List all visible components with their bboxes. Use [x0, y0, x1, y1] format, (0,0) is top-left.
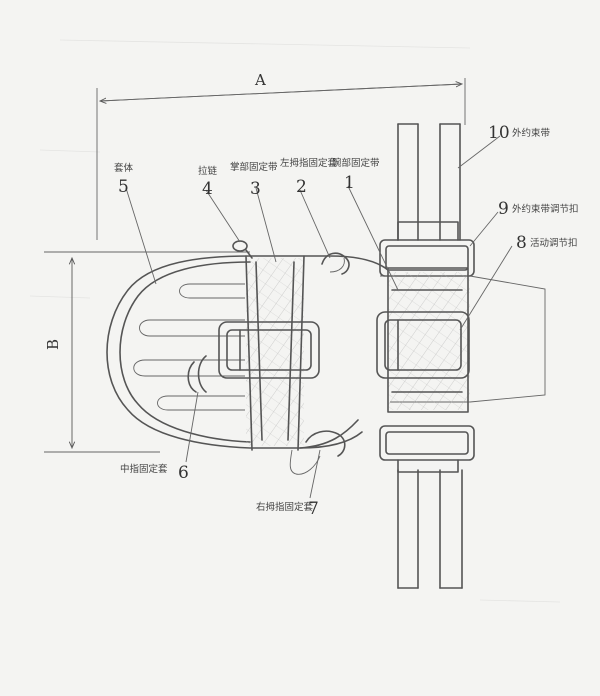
- outer-strap-buckle-bottom: [379, 425, 475, 473]
- part-label-4-number: 4: [202, 179, 213, 199]
- part-label-6-name: 中指固定套: [120, 463, 168, 475]
- palm-strap-buckle: [218, 321, 320, 379]
- wrist-fixation-strap: [387, 267, 470, 413]
- part-label-8-name: 活动调节扣: [530, 237, 578, 249]
- part-label-9-name: 外约束带调节扣: [512, 203, 579, 215]
- dimension-b: B: [44, 251, 250, 453]
- leader-line-7: [309, 449, 321, 499]
- part-label-4-name: 拉链: [198, 165, 218, 177]
- glove-body: [106, 255, 389, 449]
- part-label-7-number: 7: [308, 499, 319, 519]
- dimension-b-label: B: [44, 339, 62, 350]
- part-label-5-name: 套体: [114, 162, 134, 174]
- leader-line-1: [347, 185, 399, 291]
- zipper-pull: [232, 240, 253, 259]
- leader-line-6: [185, 391, 199, 463]
- part-label-6-number: 6: [178, 463, 189, 483]
- leader-lines: [125, 135, 513, 499]
- part-label-10-name: 外约束带: [512, 127, 551, 139]
- outer-restraint-strap: [397, 123, 463, 589]
- dimension-a-label: A: [254, 71, 266, 89]
- part-label-5-number: 5: [118, 177, 129, 197]
- part-label-3-name: 掌部固定带: [230, 161, 278, 173]
- part-label-1-number: 1: [344, 173, 355, 193]
- active-adjustment-buckle: [376, 311, 470, 379]
- paper-ghosting: [29, 39, 561, 603]
- dimension-a-line-left: [100, 83, 463, 101]
- leader-line-3: [255, 187, 277, 263]
- part-label-7-name: 右拇指固定套: [256, 501, 314, 513]
- outer-strap-buckle-top: [379, 221, 475, 277]
- palm-fixation-strap: [245, 255, 305, 451]
- part-label-2-name: 左拇指固定套: [280, 157, 338, 169]
- leader-line-5: [125, 187, 157, 285]
- part-label-1-name: 腕部固定带: [332, 157, 380, 169]
- leader-line-2: [299, 189, 331, 259]
- dimension-a: A: [96, 71, 466, 240]
- leader-line-4: [205, 189, 241, 243]
- left-thumb-cover: [321, 252, 350, 275]
- middle-finger-sleeve: [187, 355, 207, 393]
- part-label-10-number: 10: [488, 123, 510, 143]
- part-label-3-number: 3: [250, 179, 261, 199]
- leader-line-8: [459, 245, 513, 331]
- part-label-8-number: 8: [516, 233, 527, 253]
- part-labels: 套体 5 拉链 4 掌部固定带 3 左拇指固定套 2 腕部固定带 1 10 外约…: [114, 123, 579, 519]
- part-label-9-number: 9: [498, 199, 509, 219]
- part-label-2-number: 2: [296, 177, 307, 197]
- leader-line-9: [469, 211, 499, 247]
- leader-line-10: [457, 135, 501, 169]
- fingers: [133, 283, 245, 411]
- right-thumb-cover: [289, 430, 346, 475]
